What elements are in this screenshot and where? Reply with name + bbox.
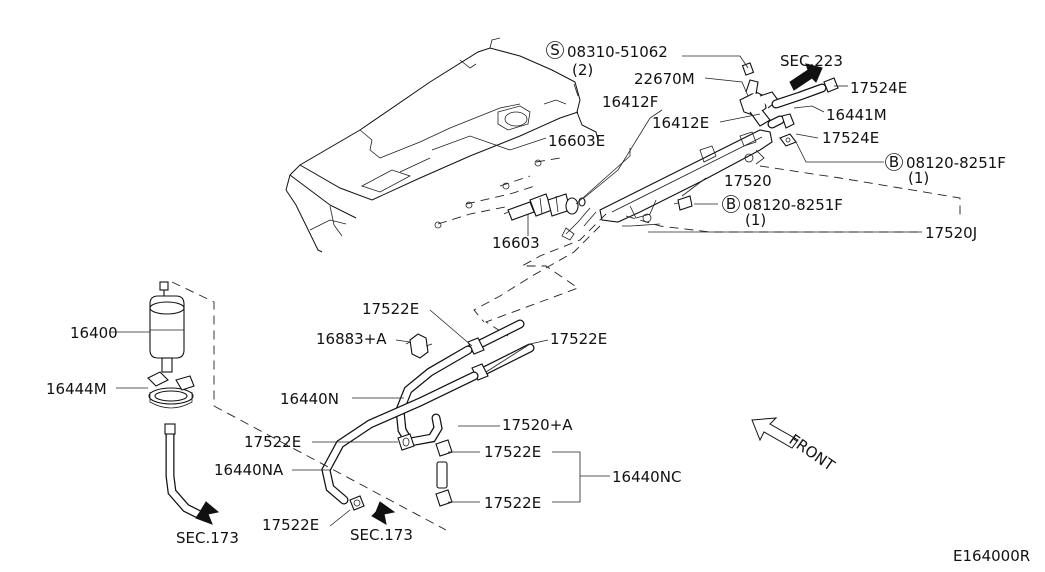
label-22670M: 22670M xyxy=(634,70,695,88)
label-16441M: 16441M xyxy=(826,106,887,124)
label-17522E-f: 17522E xyxy=(262,516,319,534)
fuel-line-route xyxy=(473,165,961,337)
label-17520J: 17520J xyxy=(925,224,977,242)
hose-17520A xyxy=(405,413,443,447)
symbol-b-upper: B xyxy=(889,153,899,171)
hose-16440NC xyxy=(436,461,448,489)
label-sec173-left: SEC.173 xyxy=(176,529,239,547)
label-17522E-b: 17522E xyxy=(550,330,607,348)
label-16603E: 16603E xyxy=(548,132,605,150)
label-17524E-upper: 17524E xyxy=(850,79,907,97)
symbol-b-lower: B xyxy=(726,195,736,213)
label-17520: 17520 xyxy=(724,172,772,190)
fuel-rail xyxy=(561,129,773,241)
label-sec173-right: SEC.173 xyxy=(350,526,413,544)
leader-lines xyxy=(110,55,922,527)
sec223-arrow-icon xyxy=(789,63,823,91)
hose-16440NA xyxy=(321,371,479,505)
filter-hose xyxy=(164,423,203,519)
label-16412F: 16412F xyxy=(602,93,658,111)
label-17522E-a: 17522E xyxy=(362,300,419,318)
filter-dash-lines xyxy=(171,281,447,531)
label-16412E: 16412E xyxy=(652,114,709,132)
pressure-damper xyxy=(739,62,779,127)
label-17522E-e: 17522E xyxy=(484,494,541,512)
hose-16440N xyxy=(395,345,473,445)
label-16883A: 16883+A xyxy=(316,330,387,348)
label-16603: 16603 xyxy=(492,234,540,252)
hose-16441M xyxy=(767,77,839,147)
fuel-filter-16400 xyxy=(149,281,185,373)
label-front: FRONT xyxy=(786,431,839,476)
label-17522E-c: 17522E xyxy=(244,433,301,451)
filter-clamp-16444M xyxy=(147,371,195,409)
label-17522E-d: 17522E xyxy=(484,443,541,461)
hose-group-upper xyxy=(467,319,535,381)
sec173-arrow-icon-left xyxy=(195,501,220,525)
label-08310-51062: 08310-51062 xyxy=(567,43,668,61)
symbol-b-icon-upper xyxy=(885,153,903,171)
label-16440NC: 16440NC xyxy=(612,468,681,486)
engine-outline xyxy=(285,37,599,253)
diagram-code: E164000R xyxy=(953,547,1030,565)
label-17524E-lower: 17524E xyxy=(822,129,879,147)
injector-16603 xyxy=(503,193,586,221)
label-16400: 16400 xyxy=(70,324,118,342)
label-16440NA: 16440NA xyxy=(214,461,284,479)
label-08120-8251F-lower: 08120-8251F xyxy=(743,196,843,214)
label-08120-upper-qty: (1) xyxy=(908,169,929,187)
symbol-b-icon-lower xyxy=(722,195,740,213)
label-08310-qty: (2) xyxy=(572,61,593,79)
sec173-arrow-icon-right xyxy=(371,501,396,525)
symbol-s: S xyxy=(550,41,560,59)
part-labels: S 08310-51062 (2) SEC.223 22670M 17524E … xyxy=(46,41,1030,565)
label-17520A: 17520+A xyxy=(502,416,573,434)
label-16444M: 16444M xyxy=(46,380,107,398)
bolt-08120-lower xyxy=(673,195,693,211)
symbol-s-icon xyxy=(546,41,564,59)
clip-16883A xyxy=(405,333,433,359)
label-08120-lower-qty: (1) xyxy=(745,211,766,229)
front-arrow-icon xyxy=(751,417,799,449)
label-16440N: 16440N xyxy=(280,390,339,408)
engine-dash-lines xyxy=(434,157,561,229)
label-08120-8251F-upper: 08120-8251F xyxy=(906,154,1006,172)
label-sec223: SEC.223 xyxy=(780,52,843,70)
